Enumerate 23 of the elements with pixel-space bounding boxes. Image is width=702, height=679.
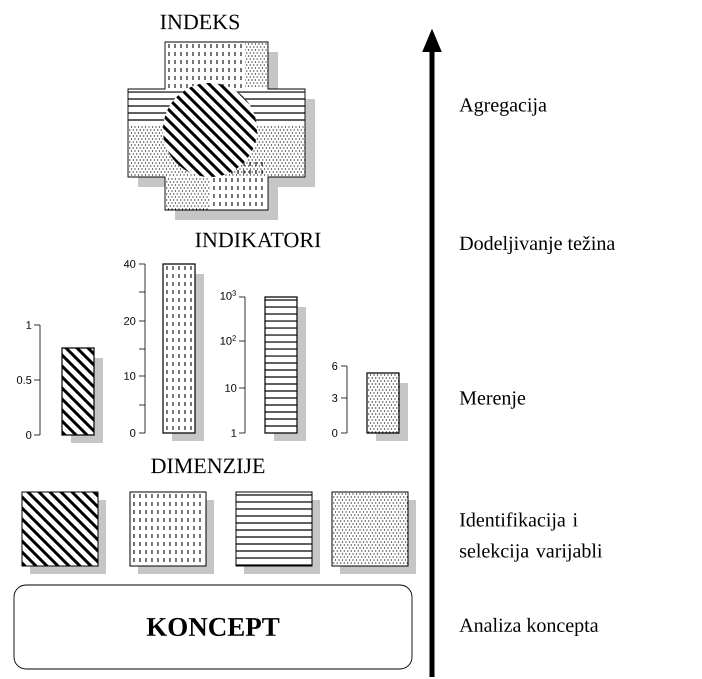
- tick-label: 20: [124, 317, 136, 325]
- tick-label: 0: [130, 429, 136, 437]
- step-label: Dodeljivanje težina: [460, 236, 615, 254]
- tick-label: 0: [26, 431, 32, 439]
- tick-label: 1: [232, 429, 236, 437]
- step-label: Identifikacija i selekcija varijabli: [460, 512, 602, 562]
- tick-label: 0.5: [16, 376, 32, 384]
- tick-label: 10$^{3}$: [220, 290, 236, 300]
- heading-text: INDIKATORI: [195, 232, 321, 248]
- concept-box: KONCEPT: [14, 584, 412, 670]
- tick-label: 1: [26, 321, 32, 329]
- step-label: Merenje: [460, 391, 526, 409]
- heading-text: DIMENZIJE: [151, 458, 264, 474]
- tick-label: 10: [124, 372, 136, 380]
- step-label: Agregacija: [459, 98, 547, 116]
- tick-label: 40: [124, 260, 136, 268]
- heading-text: INDEKS: [160, 14, 239, 30]
- tick-label: 10$^{2}$: [220, 335, 236, 345]
- tick-label: 10: [225, 384, 236, 392]
- tick-label: 0: [332, 429, 338, 437]
- step-label: Analiza koncepta: [459, 618, 598, 636]
- tick-label: 6: [332, 362, 338, 370]
- tick-label: 3: [332, 394, 338, 402]
